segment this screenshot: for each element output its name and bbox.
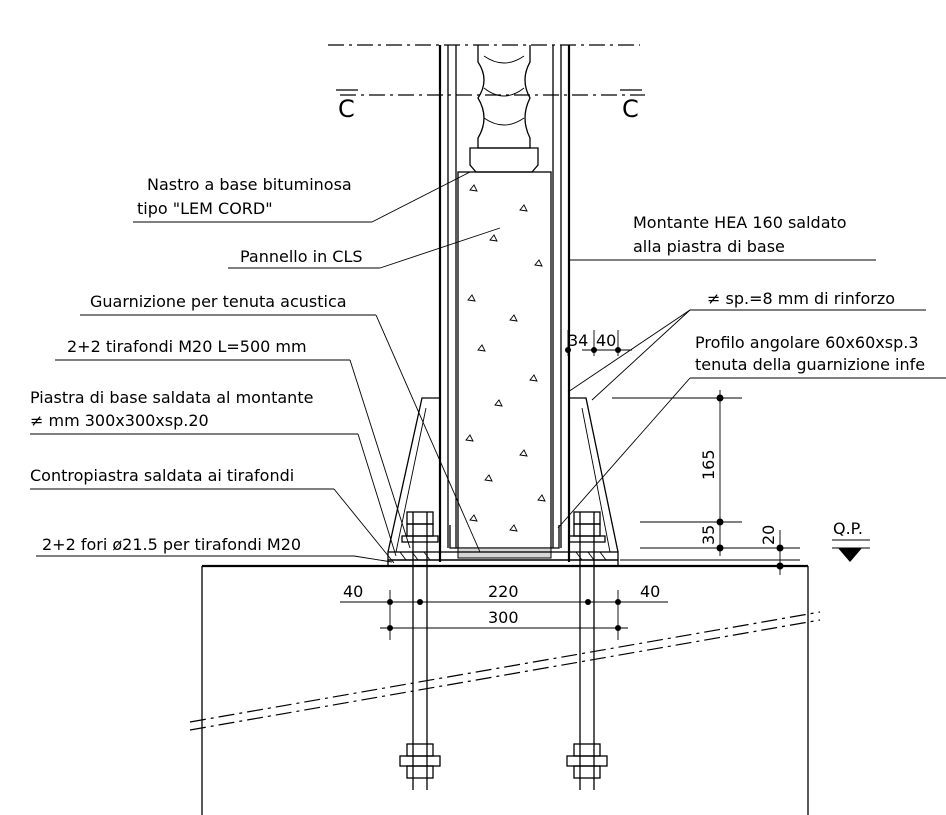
dim-35: 35 (699, 525, 718, 545)
horizontal-dimensions (340, 590, 668, 640)
label-nastro-1: Nastro a base bituminosa (147, 175, 352, 194)
label-profilo-2: tenuta della guarnizione infe (695, 355, 925, 374)
label-nastro-2: tipo "LEM CORD" (137, 199, 273, 218)
level-label: Q.P. (833, 519, 863, 538)
label-rinforzo: ≠ sp.=8 mm di rinforzo (707, 289, 895, 308)
level-marker (832, 539, 870, 562)
section-mark-left: C (338, 95, 355, 123)
section-mark-right: C (622, 95, 639, 123)
label-guarnizione: Guarnizione per tenuta acustica (90, 292, 347, 311)
break-lines (189, 611, 821, 731)
dim-20: 20 (759, 525, 778, 545)
anchor-bolt-left (399, 511, 441, 790)
angle-profile-right (551, 525, 560, 549)
angle-profile-left (449, 525, 458, 549)
dim-40-left: 40 (343, 582, 363, 601)
dim-40-top: 40 (596, 331, 616, 350)
leader-lines (30, 171, 946, 564)
stiffener-right (568, 397, 619, 553)
foundation-block (201, 564, 809, 815)
label-profilo-1: Profilo angolare 60x60xsp.3 (695, 333, 919, 352)
dim-300: 300 (488, 608, 519, 627)
label-montante-2: alla piastra di base (633, 237, 785, 256)
label-contropiastra: Contropiastra saldata ai tirafondi (30, 466, 294, 485)
dim-34: 34 (568, 331, 588, 350)
label-pannello: Pannello in CLS (240, 247, 363, 266)
acoustic-seal (457, 547, 552, 559)
column-hea160 (438, 45, 571, 562)
dim-40-right: 40 (640, 582, 660, 601)
label-montante-1: Montante HEA 160 saldato (633, 213, 847, 232)
stiffener-left (387, 397, 441, 553)
label-fori: 2+2 fori ø21.5 per tirafondi M20 (42, 535, 301, 554)
insulation-foam (469, 45, 539, 173)
label-tirafondi: 2+2 tirafondi M20 L=500 mm (67, 337, 307, 356)
dimension-dots (387, 347, 784, 631)
label-piastra-1: Piastra di base saldata al montante (30, 388, 313, 407)
dim-220: 220 (488, 582, 519, 601)
concrete-panel (457, 171, 552, 549)
dim-165: 165 (699, 449, 718, 480)
label-piastra-2: ≠ mm 300x300xsp.20 (30, 411, 209, 430)
